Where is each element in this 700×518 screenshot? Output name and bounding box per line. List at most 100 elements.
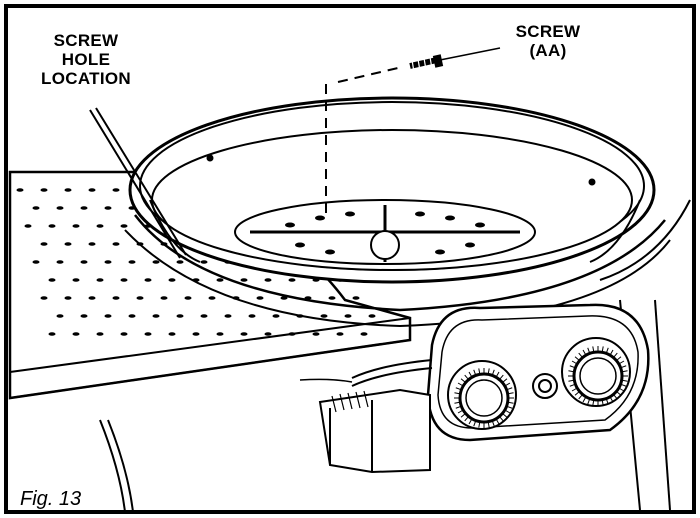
perforation-hole: [264, 332, 272, 336]
callout-line: HOLE: [61, 50, 111, 69]
perforation-hole: [176, 314, 184, 318]
callout-line: SCREW: [53, 31, 119, 50]
knob-ridge: [454, 392, 461, 395]
perforation-hole: [152, 260, 160, 264]
knob-ridge: [506, 405, 513, 409]
perforation-hole: [344, 314, 352, 318]
perforation-hole: [216, 278, 224, 282]
knob-ridge: [613, 352, 618, 358]
knob-ridge: [601, 346, 604, 353]
perforation-hole: [120, 332, 128, 336]
perforation-hole: [32, 206, 40, 210]
figure-caption: Fig. 13: [20, 488, 82, 510]
knob-ridge: [495, 371, 500, 378]
knob-ridge: [592, 399, 595, 406]
knob-ridge: [574, 391, 580, 396]
knob-ridge: [455, 387, 462, 391]
knob-ridge: [621, 370, 628, 373]
perforation-hole: [248, 314, 256, 318]
knob-ridge: [499, 374, 504, 380]
knob-ridge: [507, 392, 514, 395]
knob-ridge: [582, 349, 587, 356]
perforation-hole: [224, 314, 232, 318]
perforation-hole: [176, 260, 184, 264]
knob-ridge: [457, 409, 464, 414]
knob-ridge: [571, 387, 578, 392]
perforation-hole: [192, 332, 200, 336]
callout-line: SCREW: [515, 22, 581, 41]
perforation-hole: [40, 188, 48, 192]
knob-ridge: [502, 413, 508, 418]
perforation-hole: [272, 314, 280, 318]
perforation-hole: [80, 206, 88, 210]
perforation-hole: [48, 332, 56, 336]
knob-ridge: [491, 369, 495, 376]
perforation-hole: [152, 314, 160, 318]
control-knob-left: [447, 360, 517, 430]
perforation-hole: [40, 296, 48, 300]
perforation-hole: [184, 296, 192, 300]
callout-line: LOCATION: [41, 69, 131, 88]
knob-ridge: [568, 379, 575, 382]
perforation-hole: [112, 242, 120, 246]
knob-ridge: [571, 360, 578, 365]
perforation-hole: [264, 278, 272, 282]
knob-ridge: [454, 401, 461, 404]
knob-ridge: [578, 394, 583, 400]
burner-bowl: [124, 96, 671, 328]
callout-screw-hole-location: SCREW HOLE LOCATION: [22, 31, 150, 88]
knob-ridge: [620, 383, 627, 387]
figure-frame: [4, 4, 696, 514]
perforation-hole: [56, 206, 64, 210]
burner-ports: [285, 211, 485, 255]
perforation-hole: [288, 278, 296, 282]
perforation-hole: [336, 332, 344, 336]
screw-hole: [206, 154, 214, 162]
perforation-hole: [160, 296, 168, 300]
callout-line: (AA): [529, 41, 567, 60]
knob-ridge: [601, 399, 604, 406]
alignment-dashed-line: [325, 67, 399, 215]
perforation-hole: [120, 224, 128, 228]
knob-ridge: [491, 420, 495, 427]
knob-ridge: [609, 349, 614, 356]
perforation-hole: [80, 260, 88, 264]
knob-ridge: [618, 360, 625, 365]
knob-ridge: [582, 396, 587, 403]
perforation-hole: [352, 296, 360, 300]
perforation-hole: [32, 260, 40, 264]
knob-ridge: [468, 418, 473, 425]
knob-ridge: [468, 371, 473, 378]
perforation-hole: [208, 296, 216, 300]
knob-ridge: [620, 365, 627, 369]
perforation-hole: [128, 314, 136, 318]
perforation-hole: [56, 314, 64, 318]
knob-ridge: [592, 346, 595, 353]
hole-leader-line: [89, 107, 187, 259]
perforation-hole: [312, 332, 320, 336]
perforation-hole: [72, 278, 80, 282]
perforation-hole: [240, 278, 248, 282]
knob-ridge: [605, 347, 609, 354]
knob-ridge: [587, 347, 591, 354]
perforation-hole: [168, 278, 176, 282]
perforation-hole: [120, 278, 128, 282]
perforation-hole: [88, 296, 96, 300]
knob-ridge: [605, 398, 609, 405]
igniter-button: [532, 373, 558, 399]
knob-ridge: [502, 378, 508, 383]
knob-ridge: [621, 379, 628, 382]
knob-ridge: [609, 396, 614, 403]
knob-ridge: [457, 382, 464, 387]
perforation-hole: [80, 314, 88, 318]
perforation-hole: [320, 314, 328, 318]
perforation-hole: [96, 278, 104, 282]
perforation-hole: [96, 224, 104, 228]
perforation-hole: [48, 224, 56, 228]
perforation-hole: [24, 224, 32, 228]
knob-ridge: [487, 368, 490, 375]
knob-ridge: [616, 356, 622, 361]
knob-ridge: [568, 370, 575, 373]
perforation-hole: [48, 278, 56, 282]
